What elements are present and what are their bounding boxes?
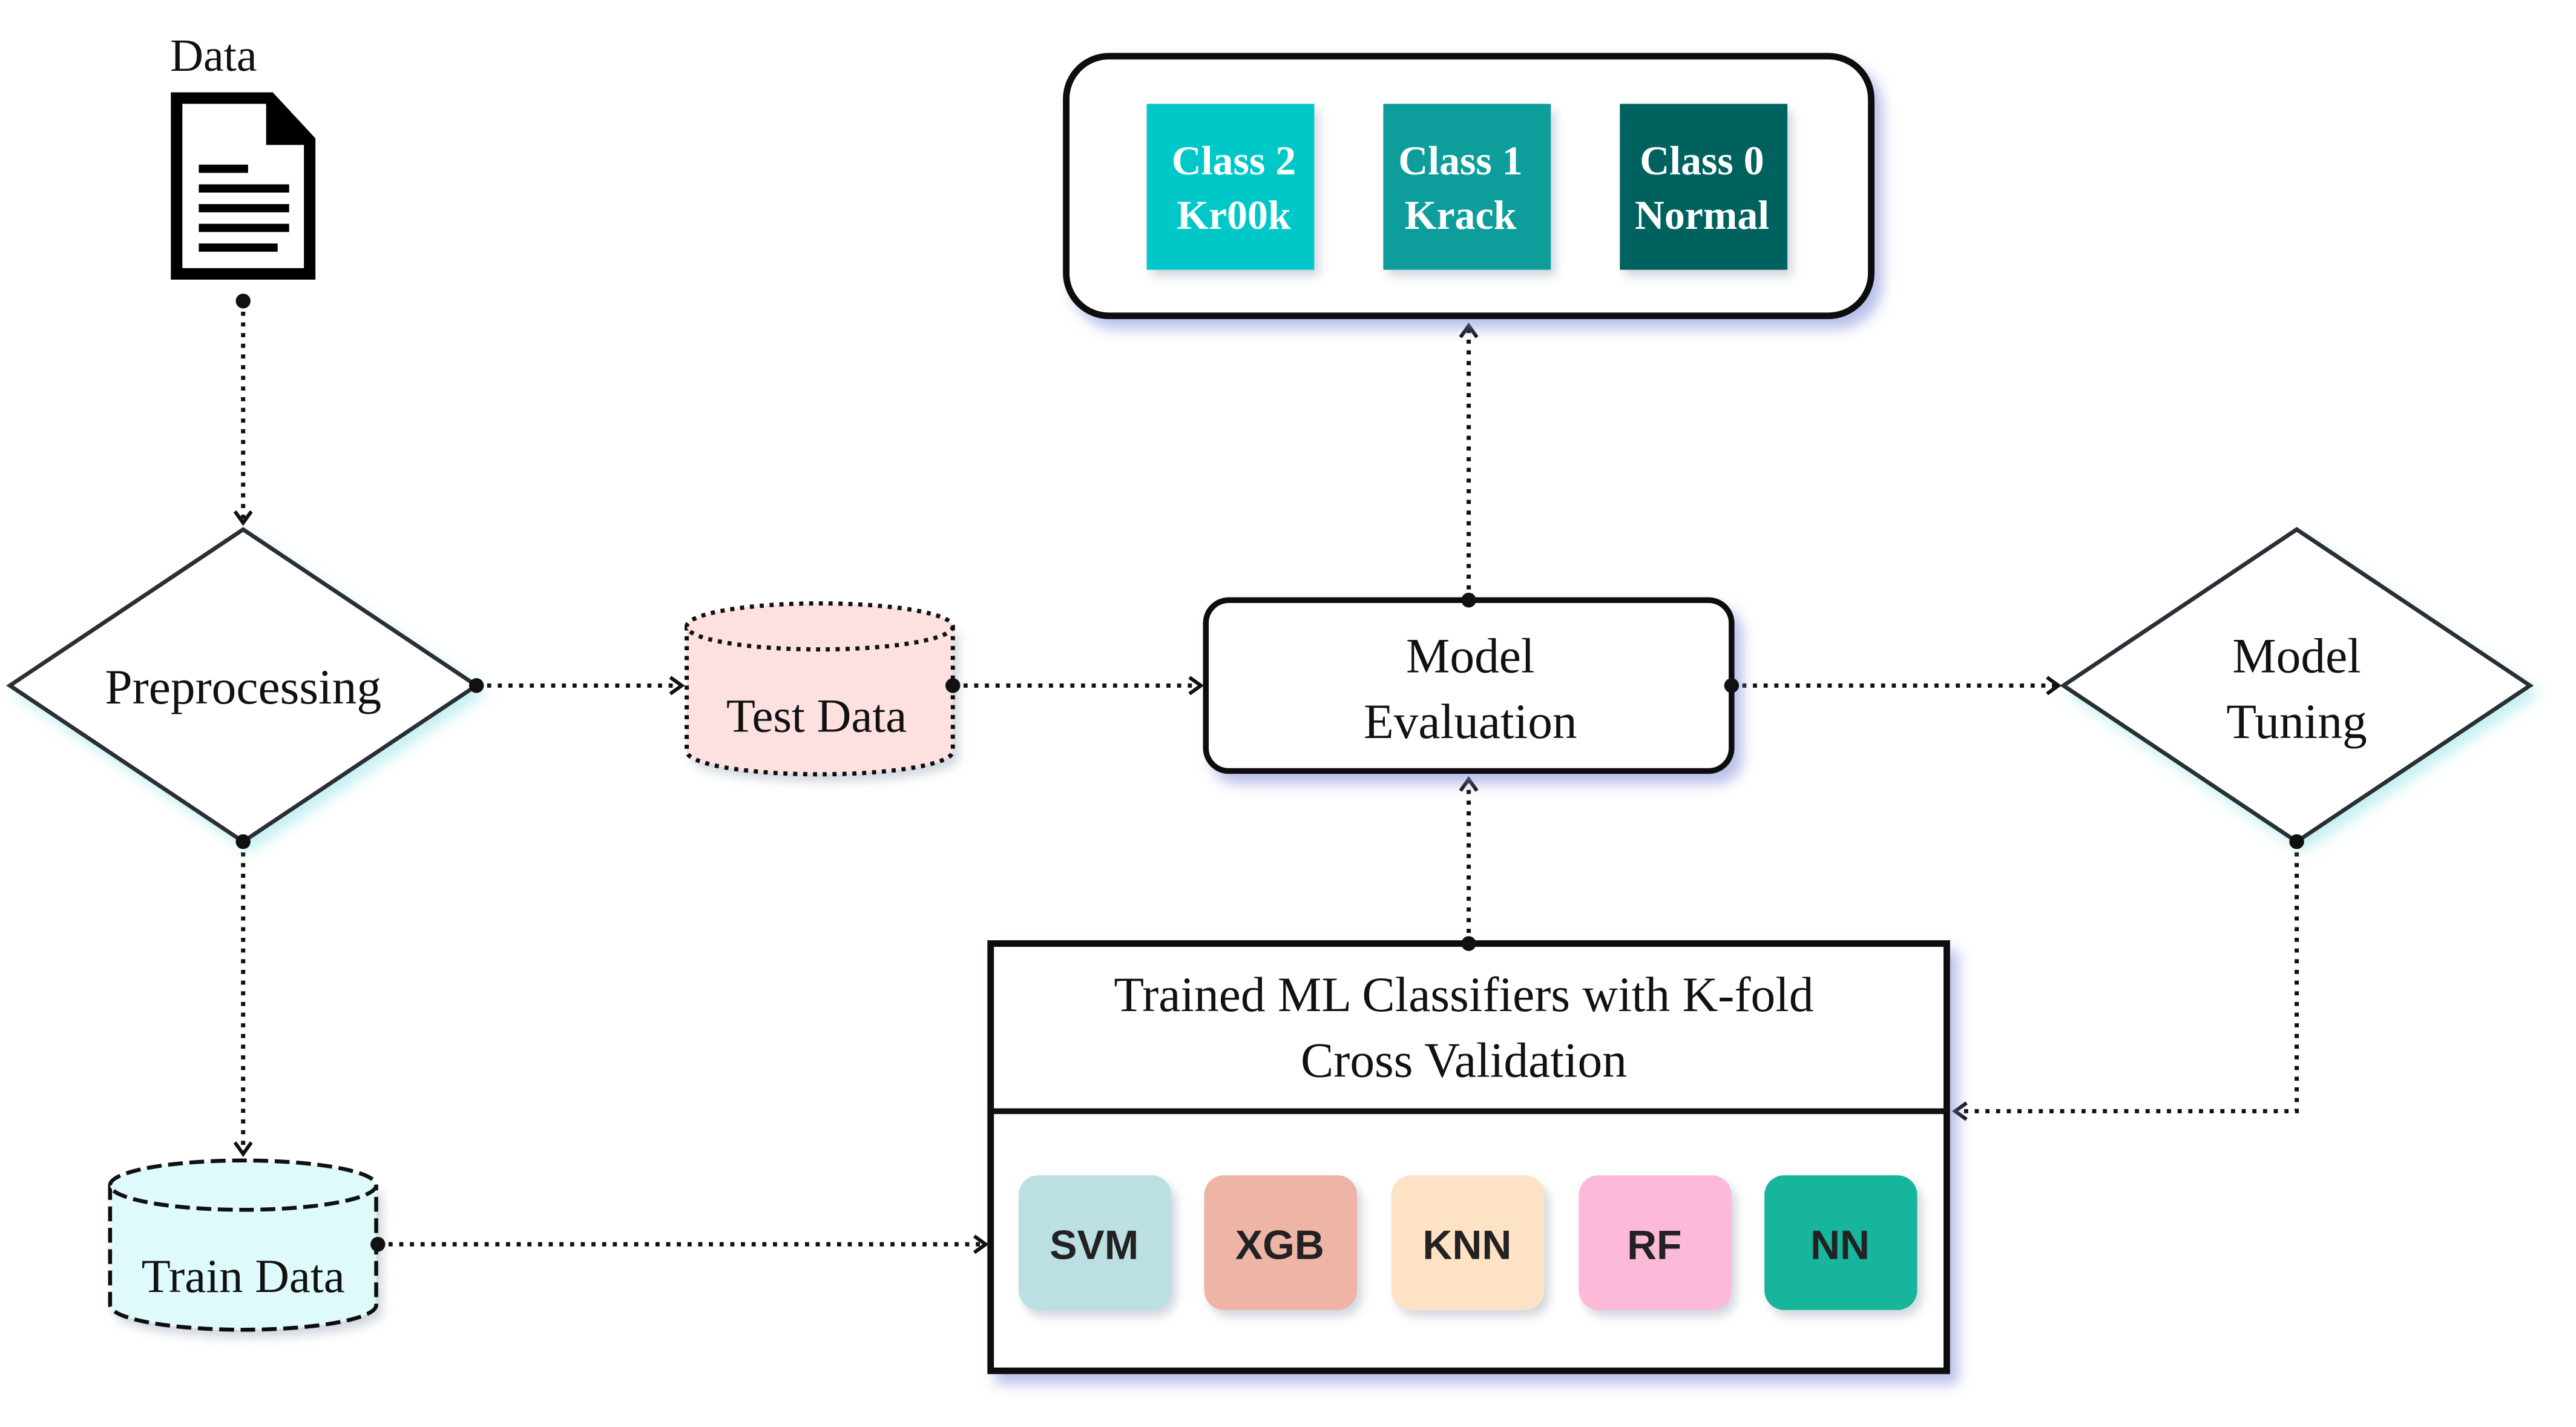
trained-classifiers-panel: Trained ML Classifiers with K-fold Cross… <box>987 940 1950 1374</box>
class-0-title: Class 0 <box>1640 138 1764 183</box>
classifier-xgb-label: XGB <box>1235 1223 1324 1268</box>
class-1-title: Class 1 <box>1398 138 1522 183</box>
classes-container: Class 2 Kr00k Class 1 Krack Class 0 Norm… <box>1063 53 1875 320</box>
model-evaluation-box: Model Evaluation <box>1203 597 1735 774</box>
preprocessing-label: Preprocessing <box>105 659 381 714</box>
class-2-name: Kr00k <box>1177 193 1291 238</box>
test-data-cylinder: Test Data <box>685 601 955 777</box>
tuning-to-classifiers-arrow <box>1951 842 2299 1121</box>
model-evaluation-line1: Model <box>1406 628 1535 684</box>
model-tuning-diamond: Model Tuning <box>2060 527 2534 845</box>
model-tuning-line1: Model <box>2232 628 2361 684</box>
classifier-rf: RF <box>1579 1175 1732 1310</box>
classifier-knn-label: KNN <box>1422 1223 1511 1268</box>
class-2-box: Class 2 Kr00k <box>1146 104 1315 270</box>
class-1-name: Krack <box>1405 193 1517 238</box>
classifier-knn: KNN <box>1392 1175 1545 1310</box>
data-label: Data <box>170 30 257 81</box>
train-data-cylinder: Train Data <box>108 1158 378 1332</box>
classifier-rf-label: RF <box>1627 1223 1681 1268</box>
model-evaluation-line2: Evaluation <box>1364 694 1577 749</box>
classifier-svm-label: SVM <box>1050 1223 1138 1268</box>
connector-dots <box>235 294 2304 1252</box>
model-tuning-line2: Tuning <box>2226 694 2367 749</box>
class-1-box: Class 1 Krack <box>1383 104 1551 270</box>
train-data-label: Train Data <box>142 1250 345 1303</box>
connectors <box>233 301 2299 1254</box>
trained-title-line2: Cross Validation <box>1301 1032 1627 1087</box>
classifier-svm: SVM <box>1018 1175 1172 1310</box>
class-0-box: Class 0 Normal <box>1620 104 1788 270</box>
classifier-nn-label: NN <box>1810 1223 1870 1268</box>
classifier-nn: NN <box>1764 1175 1917 1310</box>
classifier-xgb: XGB <box>1204 1175 1357 1310</box>
preprocessing-diamond: Preprocessing <box>6 527 481 845</box>
class-2-title: Class 2 <box>1172 138 1296 183</box>
class-0-name: Normal <box>1635 193 1769 238</box>
document-icon <box>171 92 316 280</box>
test-data-label: Test Data <box>726 690 907 742</box>
trained-title-line1: Trained ML Classifiers with K-fold <box>1114 967 1813 1022</box>
